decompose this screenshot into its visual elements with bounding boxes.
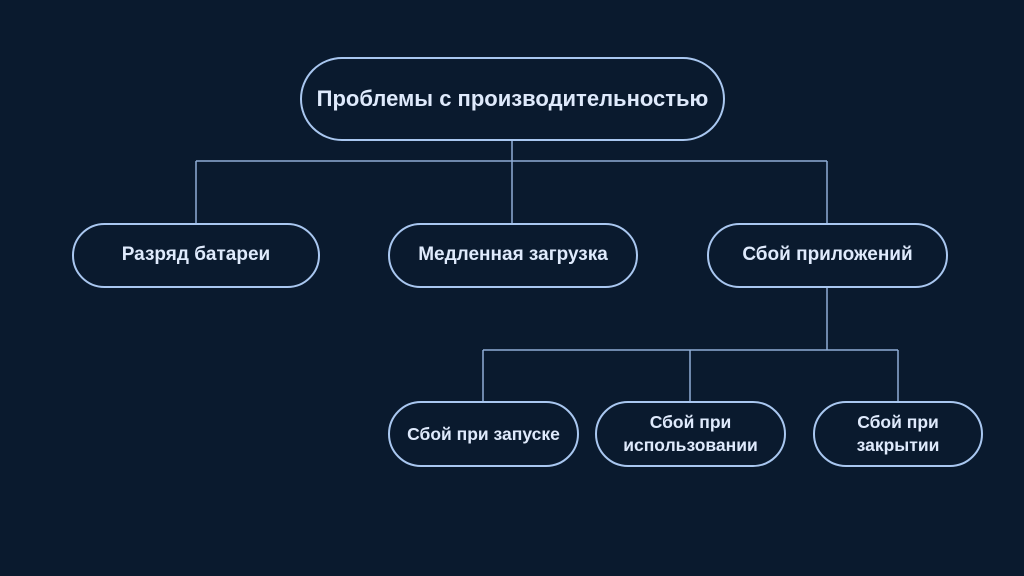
node-battery-drain-label: Разряд батареи	[121, 244, 271, 266]
node-crash-on-close: Сбой при закрытии	[813, 401, 983, 467]
node-crash-during-use-label: Сбой при использовании	[623, 412, 758, 455]
node-performance-problems-label: Проблемы с производительностью	[316, 86, 709, 112]
node-slow-loading: Медленная загрузка	[388, 223, 638, 288]
node-crash-on-close-label: Сбой при закрытии	[856, 412, 940, 455]
node-performance-problems: Проблемы с производительностью	[300, 57, 725, 141]
node-crash-during-use: Сбой при использовании	[595, 401, 786, 467]
node-app-crash-label: Сбой приложений	[742, 244, 913, 266]
node-app-crash: Сбой приложений	[707, 223, 948, 288]
node-crash-on-launch-label: Сбой при запуске	[407, 423, 560, 444]
node-crash-on-launch: Сбой при запуске	[388, 401, 579, 467]
node-slow-loading-label: Медленная загрузка	[418, 244, 608, 266]
node-battery-drain: Разряд батареи	[72, 223, 320, 288]
